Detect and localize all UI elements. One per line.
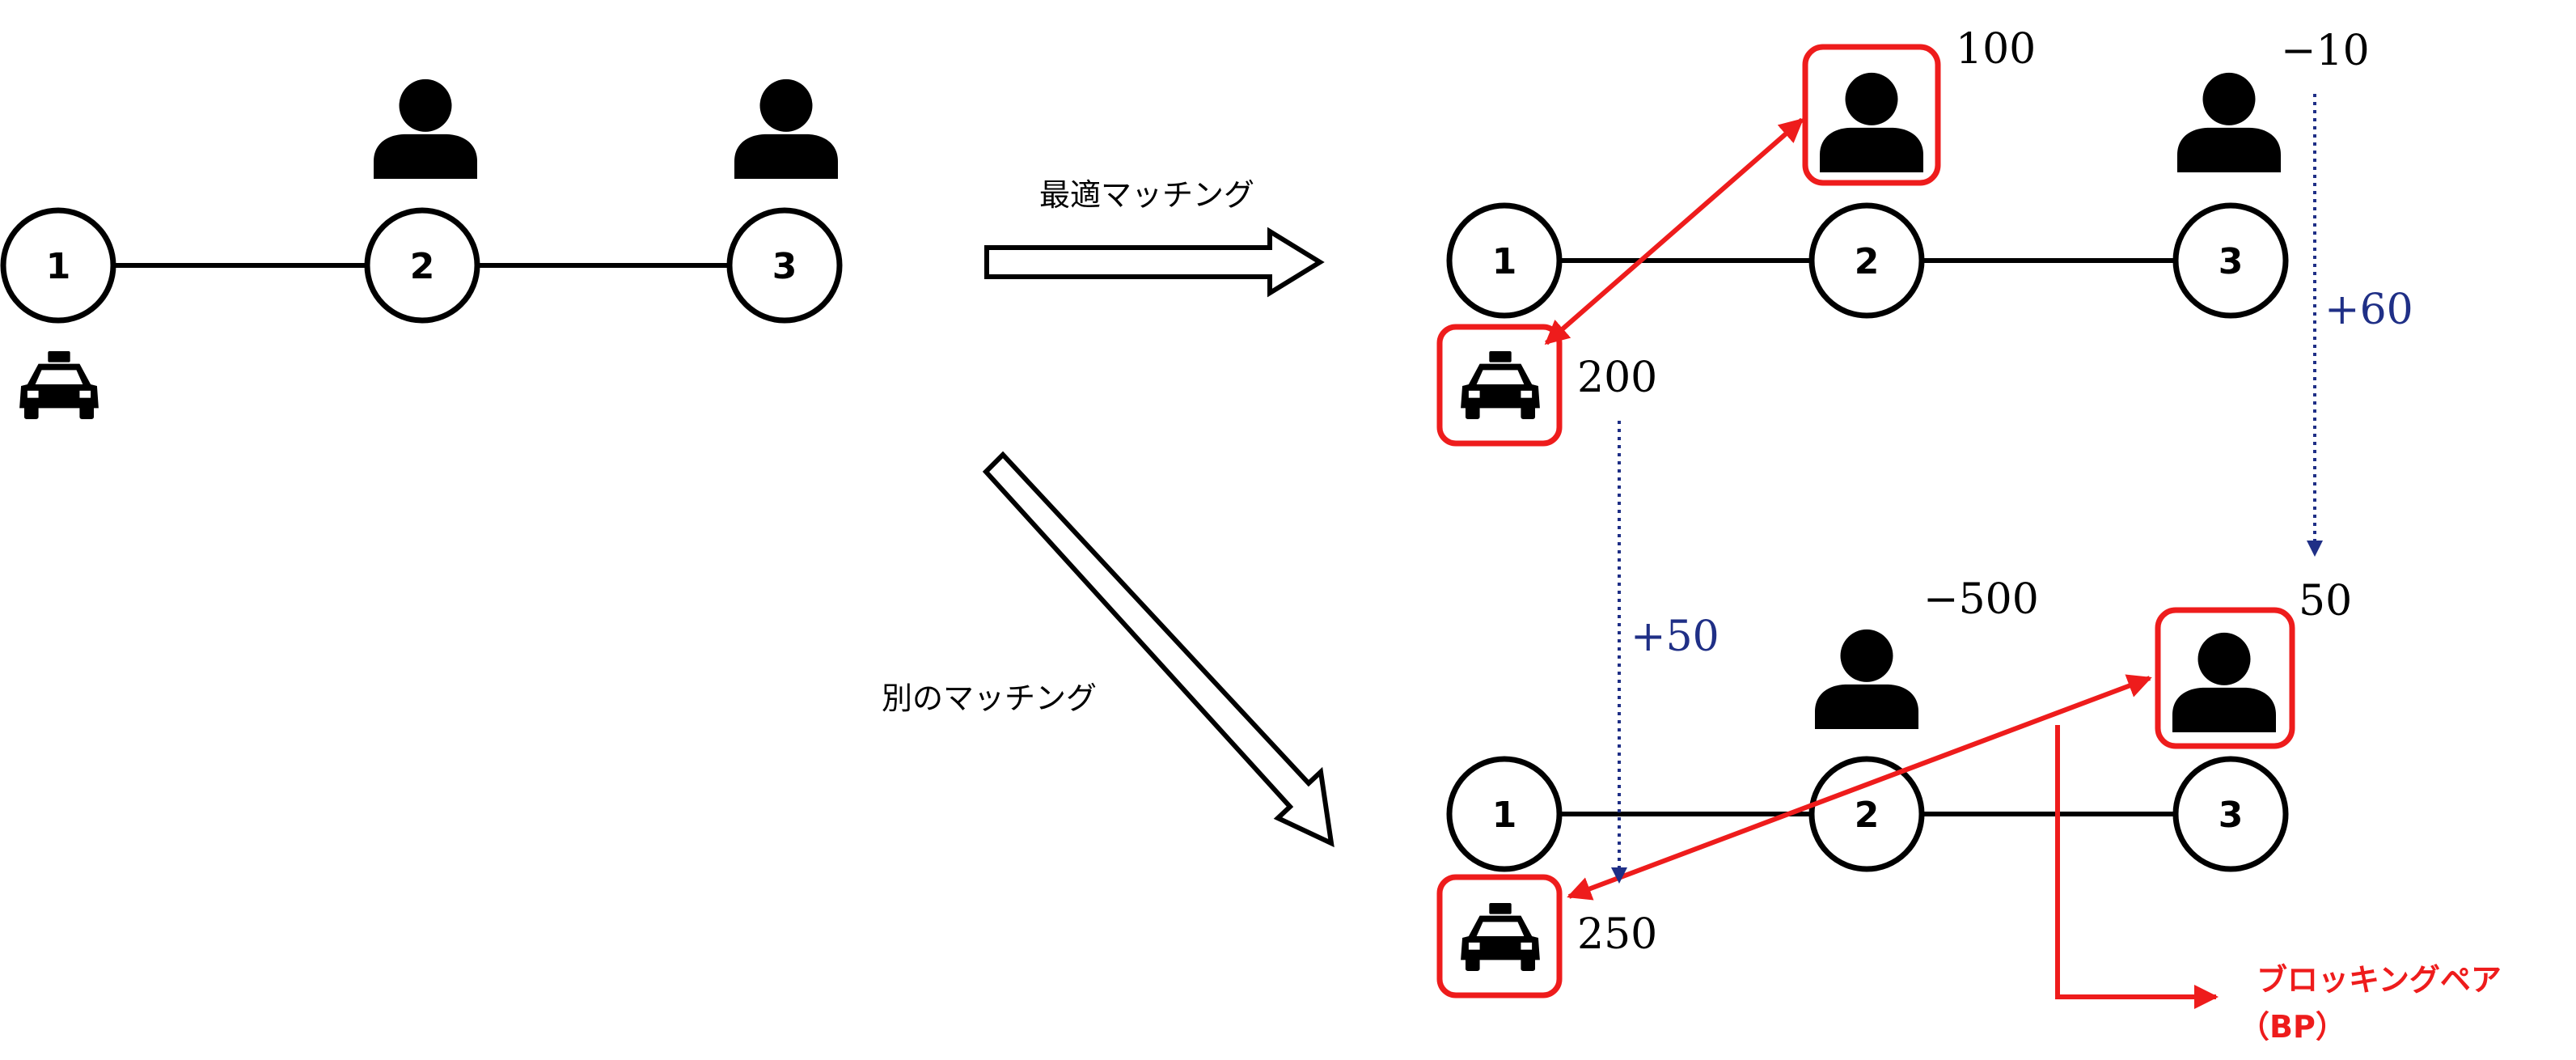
node-1: 1: [0, 207, 116, 324]
node-3-label: 3: [2219, 795, 2244, 836]
matching-arrow: [1544, 117, 1804, 346]
taxi-icon: [1461, 350, 1540, 420]
highlight-box: [1436, 324, 1563, 447]
node-3: 3: [2172, 756, 2289, 872]
person-icon: [2177, 72, 2281, 172]
driver-delta-label: +50: [1631, 613, 1719, 661]
passenger3-value: 50: [2299, 577, 2352, 625]
left-graph: 1 2 3: [0, 78, 843, 420]
bottom-graph: 1 2 3 −500 50 250 ブロッキングペア （BP）: [1436, 575, 2502, 1045]
bp-label-abbrev: （BP）: [2239, 1009, 2346, 1045]
other-arrow: [982, 451, 1335, 848]
taxi-icon: [1461, 902, 1540, 972]
node-1: 1: [1446, 202, 1563, 319]
passenger-delta-label: +60: [2324, 286, 2413, 334]
person-icon: [374, 78, 477, 179]
person-icon: [2172, 632, 2276, 732]
highlight-box: [2155, 607, 2295, 749]
person-icon: [734, 78, 838, 179]
node-1-label: 1: [1492, 795, 1517, 836]
node-3: 3: [2172, 202, 2289, 319]
highlight-box: [1802, 44, 1941, 186]
person-icon: [1815, 629, 1918, 729]
driver-value: 200: [1577, 354, 1657, 402]
node-2-label: 2: [410, 246, 435, 287]
node-1-label: 1: [1492, 241, 1517, 282]
blocking-pair-arrow: [1567, 674, 2152, 901]
node-2: 2: [364, 207, 480, 324]
driver-delta: +50: [1611, 421, 1719, 884]
node-3-label: 3: [772, 246, 797, 287]
node-2-label: 2: [1855, 795, 1880, 836]
other-caption: 別のマッチング: [882, 681, 1097, 716]
bp-label: ブロッキングペア: [2257, 962, 2502, 998]
passenger3-value: −10: [2281, 27, 2370, 75]
passenger2-value: −500: [1923, 575, 2039, 624]
optimal-arrow: [984, 227, 1325, 298]
highlight-box: [1436, 874, 1563, 999]
node-1-label: 1: [46, 246, 71, 287]
top-graph: 1 2 3 100 −10 200: [1436, 25, 2370, 447]
bp-callout-arrow: [2055, 725, 2219, 1009]
driver-value: 250: [1577, 910, 1657, 959]
node-2-label: 2: [1855, 241, 1880, 282]
node-2: 2: [1808, 756, 1925, 872]
node-2: 2: [1808, 202, 1925, 319]
passenger-delta: +60: [2307, 94, 2413, 557]
passenger2-value: 100: [1956, 25, 2036, 74]
node-3-label: 3: [2219, 241, 2244, 282]
optimal-caption: 最適マッチング: [1039, 177, 1254, 213]
node-1: 1: [1446, 756, 1563, 872]
person-icon: [1820, 72, 1923, 172]
node-3: 3: [726, 207, 843, 324]
taxi-icon: [19, 350, 99, 420]
